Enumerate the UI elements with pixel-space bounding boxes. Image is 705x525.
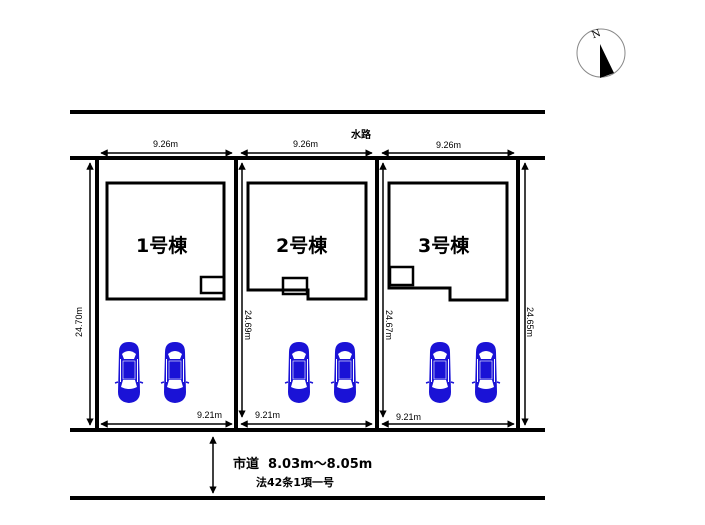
car-icon bbox=[114, 341, 144, 404]
car-icon bbox=[160, 341, 190, 404]
lot-2-depth: 24.69m bbox=[243, 309, 254, 341]
lot-1-bottom-width: 9.21m bbox=[197, 410, 223, 420]
building-1-label: 1号棟 bbox=[136, 235, 188, 257]
depth-arrows bbox=[86, 162, 529, 426]
car-icon bbox=[330, 341, 360, 404]
building-3-label: 3号棟 bbox=[418, 235, 470, 257]
lot-3-top-width: 9.26m bbox=[436, 140, 462, 150]
road-legal-note: 法42条1項一号 bbox=[256, 476, 334, 489]
car-icon bbox=[284, 341, 314, 404]
lot-3-depth: 24.67m bbox=[384, 309, 395, 341]
lot-3-bottom-width: 9.21m bbox=[396, 412, 422, 422]
car-icon bbox=[425, 341, 455, 404]
building-2-entrance bbox=[281, 276, 309, 296]
lot-3-right-depth: 24.65m bbox=[525, 306, 536, 338]
north-compass-icon bbox=[576, 28, 626, 78]
waterway-label: 水路 bbox=[351, 130, 371, 141]
lot-2-top-width: 9.26m bbox=[293, 139, 319, 149]
building-2-label: 2号棟 bbox=[276, 235, 328, 257]
lot-2-bottom-width: 9.21m bbox=[255, 410, 281, 420]
building-1-outline bbox=[105, 181, 226, 301]
road-label: 市道 8.03m〜8.05m bbox=[233, 457, 373, 472]
lot-1-depth: 24.70m bbox=[74, 306, 85, 338]
building-1-entrance bbox=[199, 275, 226, 295]
building-3-entrance bbox=[388, 265, 415, 287]
building-2-outline bbox=[246, 181, 368, 301]
lot-dividers bbox=[95, 158, 520, 432]
lot-1-top-width: 9.26m bbox=[153, 139, 179, 149]
car-icon bbox=[471, 341, 501, 404]
building-3-outline bbox=[387, 181, 509, 302]
